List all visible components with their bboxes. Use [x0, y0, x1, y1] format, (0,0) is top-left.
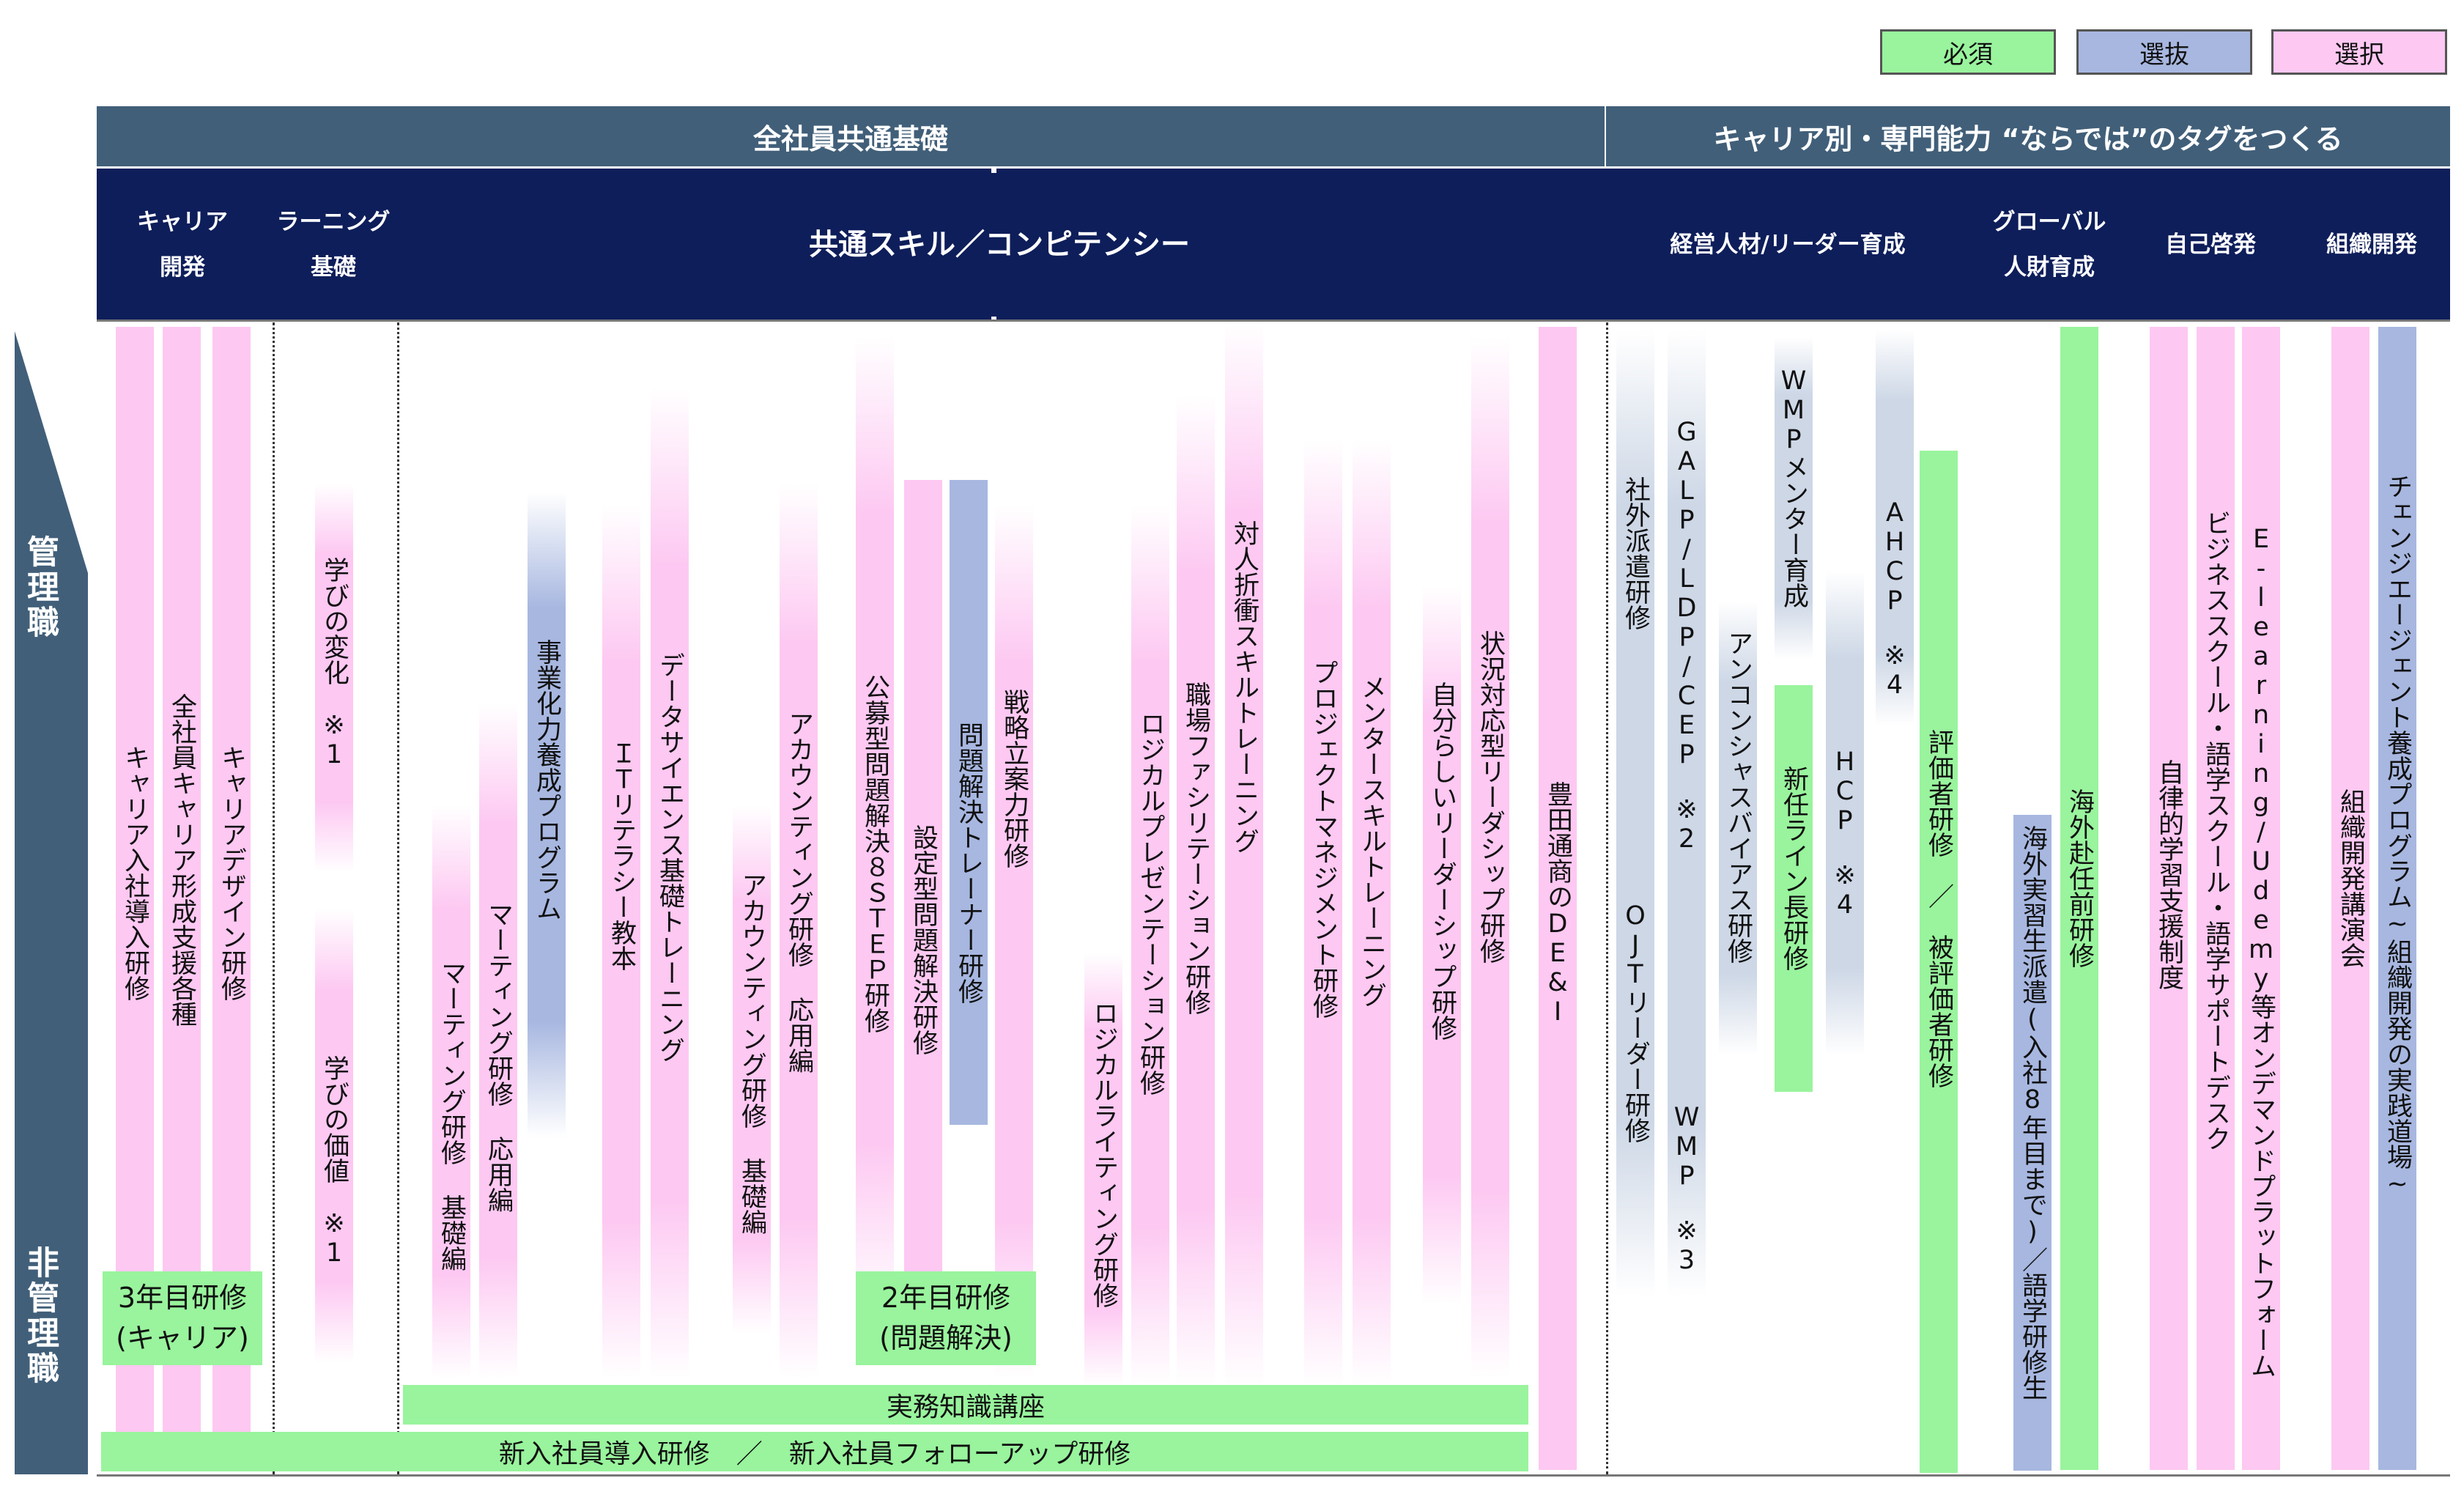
box-third-year-line1: 3年目研修 — [117, 1281, 248, 1314]
box-third-year-line2: (キャリア) — [116, 1322, 249, 1354]
column-common-skills: 共通スキル／コンピテンシー — [399, 173, 1600, 317]
program-pre-assignment: 海外赴任前研修 — [2060, 327, 2098, 1470]
program-it-literacy: ＩＴリテラシー教本 — [602, 506, 640, 1378]
program-logical-presentation: ロジカルプレゼンテーション研修 — [1131, 506, 1169, 1385]
program-org-dev-lecture: 組織開発講演会 — [2331, 327, 2369, 1470]
program-business-school: ビジネススクール・語学スクール・語学サポートデスク — [2197, 327, 2235, 1470]
label-manager: 管理職 — [21, 535, 59, 640]
program-ahcp: AHCP ※4 — [1876, 330, 1914, 725]
program-evaluator: 評価者研修 ／ 被評価者研修 — [1920, 451, 1958, 1473]
divider-skills — [397, 322, 399, 1474]
program-unconscious-bias: アンコンシャスバイアス研修 — [1719, 601, 1757, 1055]
program-facilitation: 職場ファシリテーション研修 — [1177, 396, 1215, 1385]
program-learning-change: 学びの変化 ※1 — [315, 484, 353, 872]
program-self-learning: 自律的学習支援制度 — [2150, 327, 2188, 1470]
column-career-dev-line2: 開発 — [160, 254, 205, 281]
program-problem-solving-set: 設定型問題解決研修 — [904, 480, 942, 1330]
column-learning-line1: ラーニング — [276, 209, 391, 235]
column-leader-dev: 経営人材/リーダー育成 — [1609, 173, 1967, 317]
program-mentor-skill: メンタースキルトレーニング — [1353, 440, 1391, 1385]
box-second-year-training: 2年目研修 (問題解決) — [856, 1271, 1036, 1365]
divider-career — [1606, 322, 1608, 1474]
program-learning-value: 学びの価値 ※1 — [315, 909, 353, 1363]
program-problem-solving-8step: 公募型問題解決８ＳＴＥＰ研修 — [856, 337, 894, 1319]
band-career-specialty: キャリア別・専門能力 “ならでは”のタグをつくる — [1606, 106, 2450, 166]
program-project-management: プロジェクトマネジメント研修 — [1304, 440, 1342, 1385]
program-galp-ldp-cep: GALP/LDP/CEP ※2 WMP ※3 — [1668, 330, 1706, 1297]
program-business-creation: 事業化力養成プログラム — [528, 492, 566, 1137]
label-non-manager: 非管理職 — [21, 1246, 59, 1386]
column-self-dev: 自己啓発 — [2132, 173, 2289, 317]
program-negotiation: 対人折衝スキルトレーニング — [1225, 322, 1263, 1385]
column-career-dev: キャリア 開発 — [97, 173, 268, 317]
program-dei: 豊田通商のDE&I — [1539, 327, 1577, 1470]
column-global-line2: 人財育成 — [2004, 254, 2095, 281]
column-org-dev: 組織開発 — [2293, 173, 2450, 317]
program-situational-leadership: 状況対応型リーダシップ研修 — [1471, 337, 1509, 1378]
band-common-foundation: 全社員共通基礎 — [97, 106, 1605, 166]
program-data-science: データサイエンス基礎トレーニング — [651, 388, 689, 1378]
program-marketing-basic: マーティング研修 基礎編 — [432, 806, 470, 1378]
body-bottom-border — [97, 1474, 2450, 1477]
program-accounting-advanced: アカウンティング研修 応用編 — [780, 484, 818, 1378]
legend-selective: 選抜 — [2076, 29, 2252, 75]
program-external-dispatch: 社外派遣研修 OJTリーダー研修 — [1616, 330, 1654, 1297]
box-second-year-line1: 2年目研修 — [881, 1281, 1011, 1314]
program-logical-writing: ロジカルライティング研修 — [1084, 953, 1122, 1385]
legend-optional: 選択 — [2271, 29, 2447, 75]
program-strategy: 戦略立案力研修 — [995, 506, 1033, 1378]
program-overseas-trainee: 海外実習生派遣(入社8年目まで)／語学研修生 — [2013, 815, 2052, 1471]
program-practical-knowledge: 実務知識講座 — [403, 1385, 1528, 1425]
column-career-dev-line1: キャリア — [137, 209, 228, 235]
column-learning: ラーニング 基礎 — [273, 173, 394, 317]
level-wedge — [15, 331, 88, 1474]
program-hcp: HCP ※4 — [1826, 572, 1864, 1055]
program-wmp-mentor: WMPメンター育成 — [1775, 337, 1813, 660]
legend-required: 必須 — [1880, 29, 2056, 75]
box-third-year-training: 3年目研修 (キャリア) — [103, 1271, 262, 1365]
column-learning-line2: 基礎 — [311, 254, 356, 281]
box-second-year-line2: (問題解決) — [879, 1322, 1013, 1354]
column-global-line1: グローバル — [1992, 209, 2106, 235]
program-marketing-advanced: マーティング研修 応用編 — [479, 703, 517, 1378]
column-global: グローバル 人財育成 — [1971, 173, 2128, 317]
divider-learning — [273, 322, 275, 1474]
program-accounting-basic: アカウンティング研修 基礎編 — [733, 806, 771, 1334]
program-change-agent: チェンジエージェント養成プログラム~組織開発の実践道場~ — [2378, 327, 2416, 1470]
program-new-hire: 新入社員導入研修 ／ 新入社員フォローアップ研修 — [101, 1432, 1528, 1471]
program-new-line-manager: 新任ライン長研修 — [1775, 685, 1813, 1092]
body-top-border — [97, 319, 2450, 322]
program-authentic-leadership: 自分らしいリーダーシップ研修 — [1423, 586, 1461, 1304]
program-elearning: E-learning/Udemy等オンデマンドプラットフォーム — [2242, 327, 2280, 1470]
program-problem-solving-trainer: 問題解決トレーナー研修 — [950, 480, 988, 1125]
